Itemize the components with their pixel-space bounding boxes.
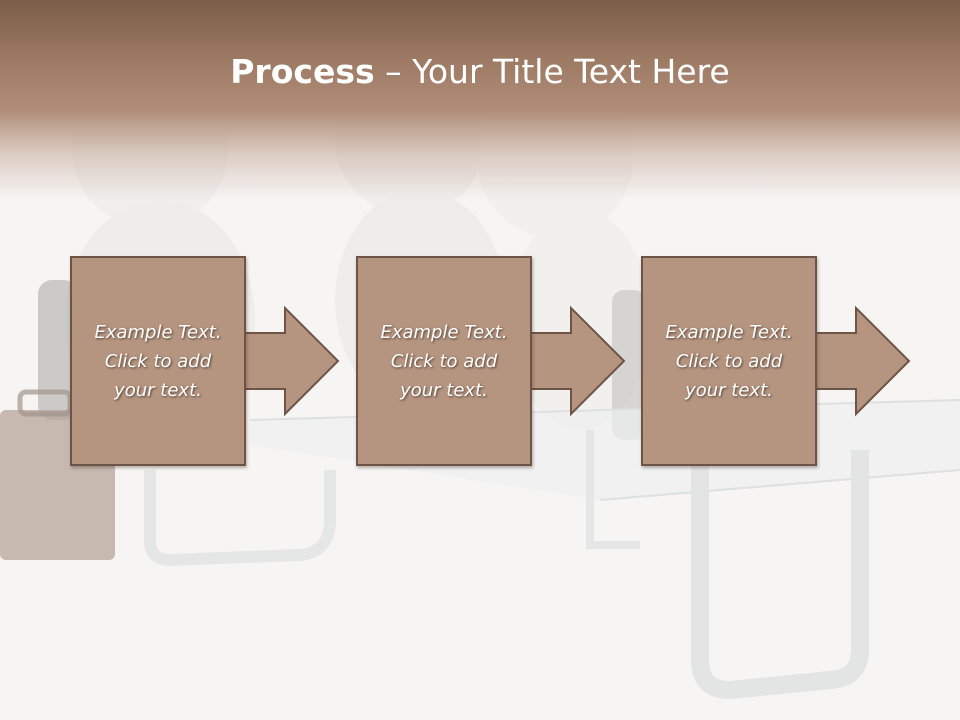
title-rest: – Your Title Text Here [374, 52, 730, 91]
right-arrow-icon [525, 305, 626, 417]
header-band [0, 0, 960, 200]
right-arrow-icon [239, 305, 340, 417]
step-text: Example Text. Click to add your text. [94, 321, 222, 401]
step-box[interactable]: Example Text. Click to add your text. [70, 256, 246, 466]
step-box[interactable]: Example Text. Click to add your text. [641, 256, 817, 466]
title-bold: Process [230, 52, 375, 91]
step-text: Example Text. Click to add your text. [380, 321, 508, 401]
process-step-1[interactable]: Example Text. Click to add your text. [70, 256, 340, 468]
slide-title[interactable]: Process – Your Title Text Here [0, 52, 960, 91]
right-arrow-icon [810, 305, 911, 417]
process-step-2[interactable]: Example Text. Click to add your text. [356, 256, 626, 468]
step-box[interactable]: Example Text. Click to add your text. [356, 256, 532, 466]
process-step-3[interactable]: Example Text. Click to add your text. [641, 256, 911, 468]
step-text: Example Text. Click to add your text. [665, 321, 793, 401]
